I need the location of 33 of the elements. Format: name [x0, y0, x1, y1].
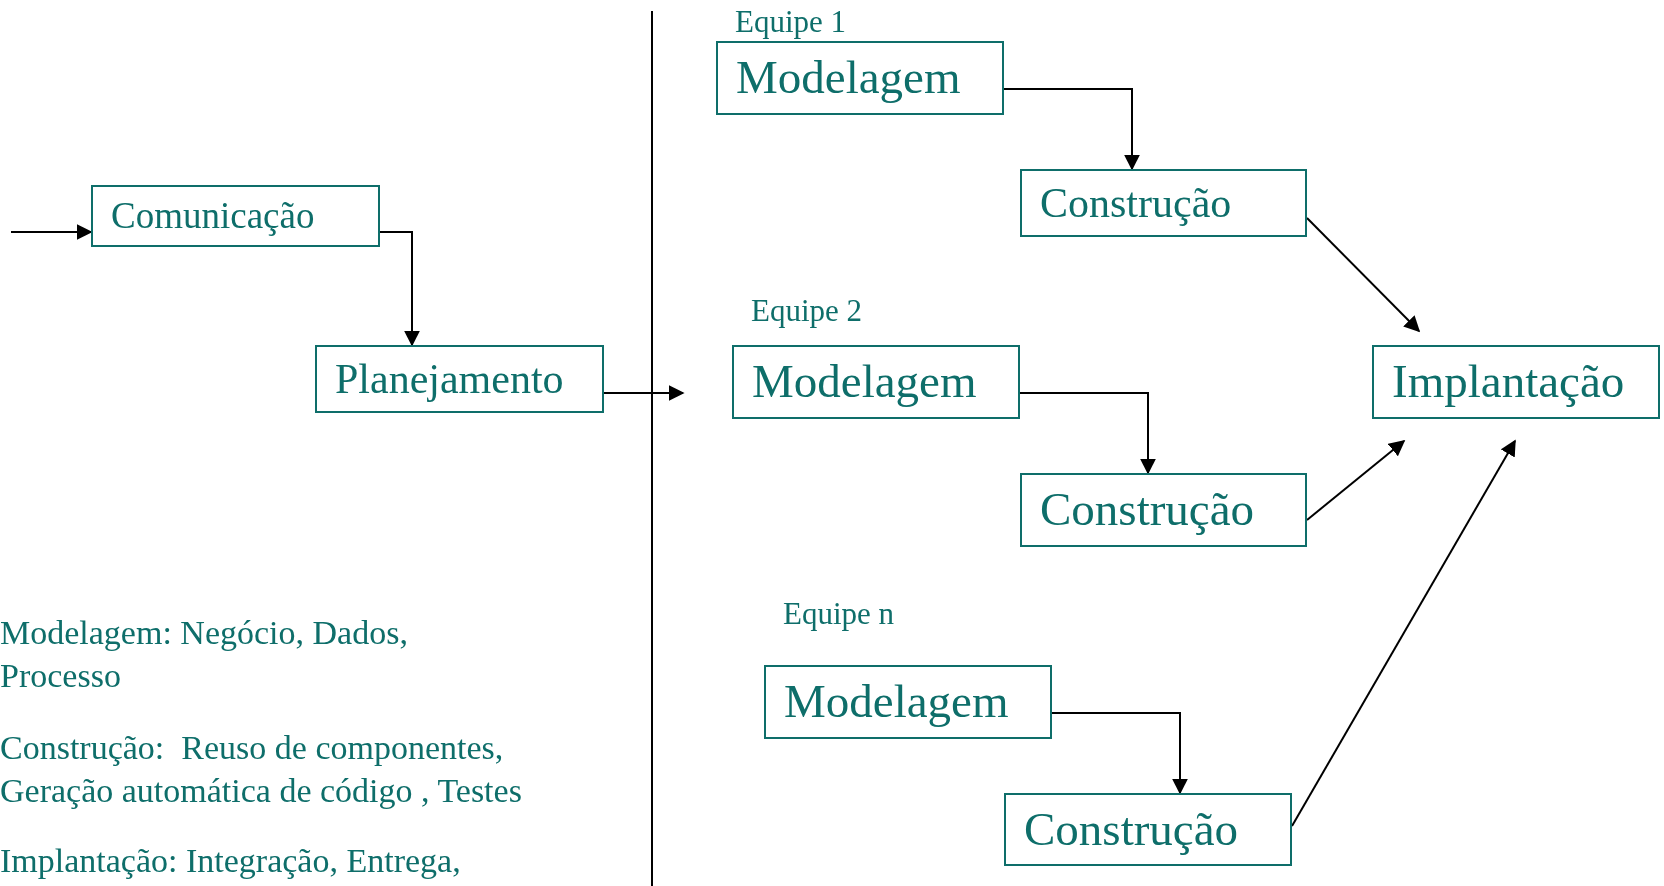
process-box [732, 345, 1020, 419]
box-label: Implantação [1392, 356, 1625, 408]
box-label: Modelagem [784, 676, 1009, 728]
process-box [1020, 473, 1307, 547]
process-box [716, 41, 1004, 115]
arrow [1051, 712, 1188, 795]
team-label: Equipe n [783, 595, 896, 633]
box-label: Construção [1024, 803, 1239, 856]
note-text: Modelagem: Negócio, Dados, Processo [0, 613, 409, 696]
box-label: Comunicação [111, 195, 315, 237]
arrow [1019, 392, 1156, 475]
box-label: Construção [1040, 179, 1232, 227]
box-label: Construção [1040, 484, 1255, 536]
process-box [1020, 169, 1307, 237]
team-label: Equipe 1 [735, 3, 848, 41]
process-box [764, 665, 1052, 739]
box-label: Modelagem [736, 52, 961, 104]
arrow [379, 231, 420, 347]
note-text: Implantação: Integração, Entrega, [0, 841, 462, 881]
arrow [1306, 217, 1421, 333]
box-label: Modelagem [752, 356, 977, 408]
arrow [1003, 88, 1140, 171]
process-box [91, 185, 380, 247]
box-label: Planejamento [335, 355, 564, 403]
arrow [1291, 439, 1516, 827]
process-box [1004, 793, 1292, 866]
arrow [1306, 440, 1406, 521]
note-text: Construção: Reuso de componentes, Geração automática de código , Testes [0, 728, 523, 811]
arrow [603, 385, 685, 401]
team-label: Equipe 2 [751, 292, 864, 330]
process-box [315, 345, 604, 413]
arrow [10, 224, 93, 240]
process-box [1372, 345, 1660, 419]
